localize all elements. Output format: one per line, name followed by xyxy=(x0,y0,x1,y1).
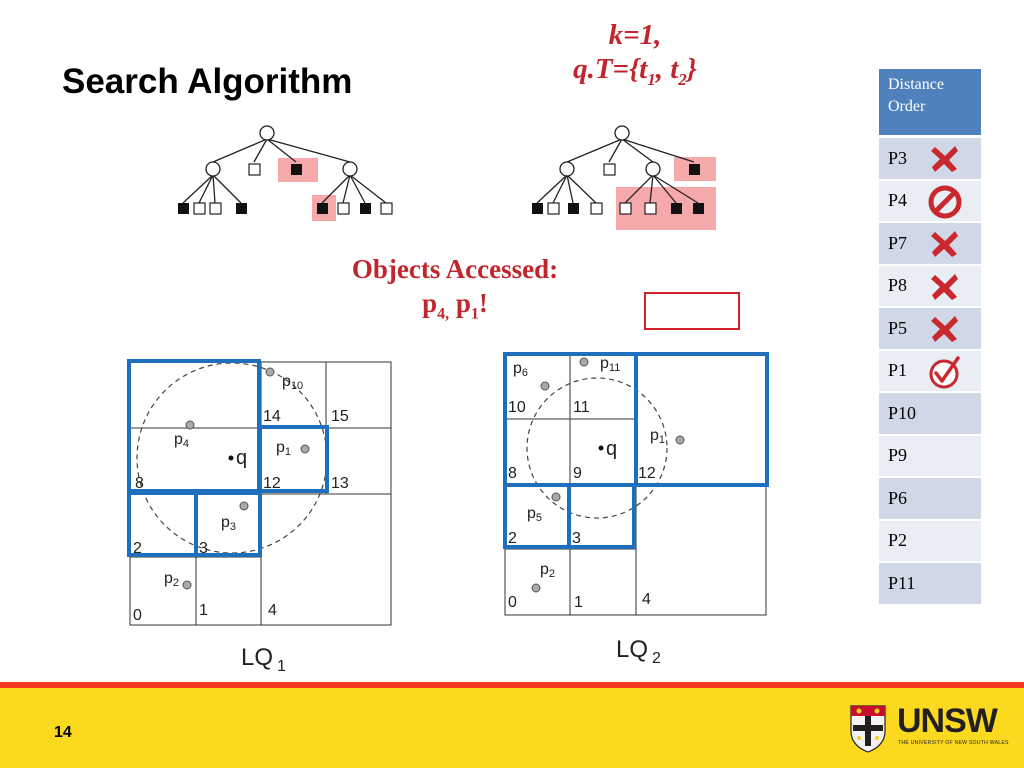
tree-2-leaves xyxy=(532,202,704,215)
unsw-logo-text: UNSW xyxy=(897,702,998,740)
lq2-point-p11: p11 xyxy=(600,355,620,374)
lq1-cell-3: 3 xyxy=(199,540,208,557)
distance-row: P5 xyxy=(879,307,981,351)
lq1-query-label: q xyxy=(236,447,247,469)
objects-accessed-heading: Objects Accessed: xyxy=(351,254,559,284)
distance-row: P9 xyxy=(879,434,981,478)
lq2-point-p1: p1 xyxy=(650,427,665,446)
lq2-point-p5: p5 xyxy=(527,505,542,524)
cross-icon xyxy=(931,231,958,257)
lq1-blue-regions xyxy=(127,359,329,557)
tree-1-node-right xyxy=(342,161,358,177)
lq1-cell-12: 12 xyxy=(263,475,281,492)
diagram-canvas: 0 1 2 3 4 8 12 13 14 15 p2 p3 p4 p1 p10 … xyxy=(127,125,769,675)
distance-row: P1 xyxy=(879,349,981,393)
tree-1 xyxy=(178,125,393,221)
distance-order-table: Distance Order P3 P4 P7 P8 P5 P1 P10 P9 … xyxy=(879,69,981,606)
highlight-rectangle xyxy=(644,292,740,330)
lq2-cell-1: 1 xyxy=(574,594,583,611)
unsw-logo-subtitle: THE UNIVERSITY OF NEW SOUTH WALES xyxy=(898,740,1009,746)
lq2-cell-10: 10 xyxy=(508,399,526,416)
lq2-labels: 0 1 2 3 4 8 9 10 11 12 p2 p5 p6 p11 p1 q… xyxy=(508,355,665,667)
distance-order-header: Distance Order xyxy=(879,69,981,138)
lq1-point-p10: p10 xyxy=(282,373,303,392)
lq2-cell-4: 4 xyxy=(642,591,651,608)
lq2-cell-3: 3 xyxy=(572,530,581,547)
tree-1-leaf-empty xyxy=(248,163,261,176)
lq1-cell-0: 0 xyxy=(133,607,142,624)
distance-row: P7 xyxy=(879,222,981,266)
cross-icon xyxy=(931,146,958,172)
tree-1-leaves xyxy=(178,202,393,215)
distance-row: P6 xyxy=(879,477,981,521)
lq2-query-label: q xyxy=(606,438,617,460)
lq1-cell-2: 2 xyxy=(133,540,142,557)
lq2-grid xyxy=(503,352,769,616)
query-params: k=1, q.T={t1, t2} xyxy=(520,18,750,97)
tree-2 xyxy=(532,125,716,230)
distance-row: P3 xyxy=(879,136,981,181)
lq1-point-p2: p2 xyxy=(164,570,179,589)
slide-title: Search Algorithm xyxy=(62,62,353,101)
lq1-cell-4: 4 xyxy=(268,602,277,619)
cross-icon xyxy=(931,316,958,342)
lq2-blue-regions xyxy=(503,352,769,549)
lq1-labels: 0 1 2 3 4 8 12 13 14 15 p2 p3 p4 p1 p10 … xyxy=(133,373,349,675)
tree-2-root xyxy=(614,125,630,141)
cross-icon xyxy=(931,273,958,300)
footer-red-line xyxy=(0,682,1024,690)
lq2-query-point xyxy=(598,445,604,451)
distance-row: P2 xyxy=(879,519,981,563)
tree-1-root xyxy=(259,125,275,141)
distance-row: P8 xyxy=(879,264,981,308)
unsw-crest-icon xyxy=(850,705,886,753)
lq2-point-p2: p2 xyxy=(540,561,555,580)
lq1-points xyxy=(182,367,310,590)
page-number: 14 xyxy=(54,724,72,741)
lq2-points xyxy=(531,357,685,593)
check-icon xyxy=(929,355,960,388)
lq2-cell-0: 0 xyxy=(508,594,517,611)
lq1-point-p1: p1 xyxy=(276,439,291,458)
lq1-cell-1: 1 xyxy=(199,602,208,619)
tree-2-leaf-filled xyxy=(689,164,700,175)
tree-2-leaf-empty xyxy=(603,163,616,176)
lq2-cell-2: 2 xyxy=(508,530,517,547)
distance-row: P4 xyxy=(879,179,981,223)
query-k: k=1, xyxy=(608,19,662,51)
prohibited-icon xyxy=(928,185,962,218)
lq1-query-point xyxy=(228,455,234,461)
tree-2-node-right xyxy=(645,161,661,177)
lq1-cell-14: 14 xyxy=(263,408,281,425)
lq2-point-p6: p6 xyxy=(513,360,528,379)
lq2-range-circle xyxy=(526,377,668,519)
distance-row: P10 xyxy=(879,392,981,436)
tree-2-node-left xyxy=(559,161,575,177)
lq2-cell-8: 8 xyxy=(508,465,517,482)
lq1-cell-15: 15 xyxy=(331,408,349,425)
lq1-point-p4: p4 xyxy=(174,431,189,450)
objects-accessed-list: p4, p1! xyxy=(422,288,488,323)
lq2-cell-12: 12 xyxy=(638,465,656,482)
lq1-grid xyxy=(127,359,392,626)
lq1-cell-8: 8 xyxy=(135,475,144,492)
query-terms: q.T={t1, t2} xyxy=(573,53,697,89)
tree-1-node-left xyxy=(205,161,221,177)
lq1-cell-13: 13 xyxy=(331,475,349,492)
objects-accessed: Objects Accessed: p4, p1! xyxy=(300,252,610,331)
distance-row: P11 xyxy=(879,562,981,606)
lq2-cell-9: 9 xyxy=(573,465,582,482)
lq1-point-p3: p3 xyxy=(221,514,236,533)
tree-1-leaf-filled xyxy=(291,164,302,175)
lq2-cell-11: 11 xyxy=(573,399,590,416)
